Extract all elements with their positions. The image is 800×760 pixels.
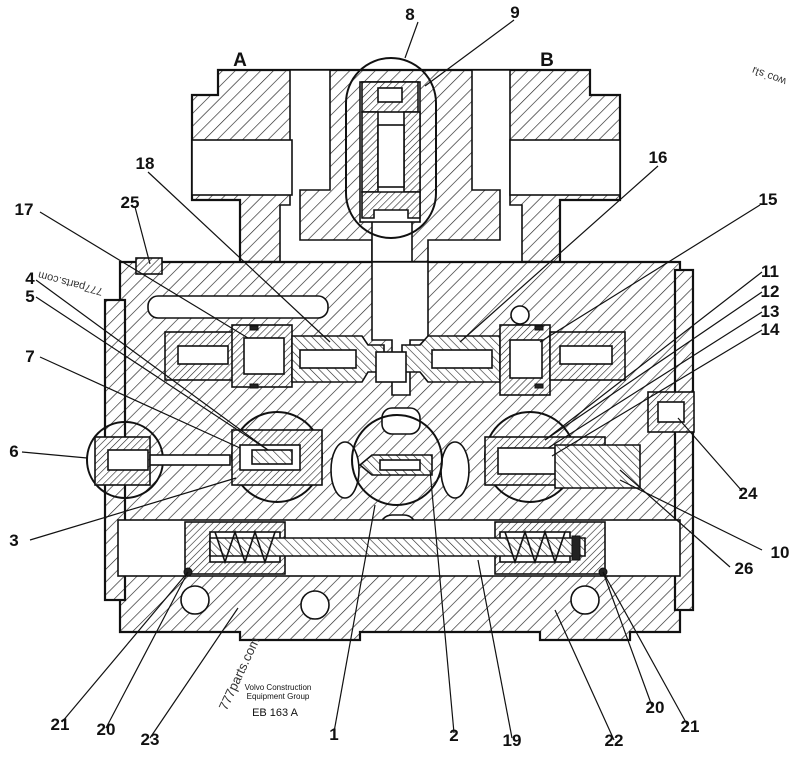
callout-9: 9 xyxy=(510,3,519,22)
port-label-a: A xyxy=(233,50,247,71)
callout-20-left: 20 xyxy=(97,720,116,739)
callout-2: 2 xyxy=(449,726,458,745)
callout-19: 19 xyxy=(503,731,522,750)
callout-21-left: 21 xyxy=(51,715,70,734)
callout-15: 15 xyxy=(759,190,778,209)
caption-code: EB 163 A xyxy=(252,707,299,719)
callout-23: 23 xyxy=(141,730,160,749)
callout-24: 24 xyxy=(739,484,758,503)
callout-1: 1 xyxy=(329,725,338,744)
drawing-caption: Volvo Construction Equipment Group EB 16… xyxy=(245,683,312,719)
callout-16: 16 xyxy=(649,148,668,167)
callout-11: 11 xyxy=(761,262,779,281)
callout-12: 12 xyxy=(761,282,780,301)
callout-25: 25 xyxy=(121,193,140,212)
callout-20-right: 20 xyxy=(646,698,665,717)
shuttle-valve-detail xyxy=(345,57,437,239)
callout-numbers: 8 9 18 16 17 25 15 4 5 11 12 13 14 7 6 2… xyxy=(9,3,789,750)
port-label-b: B xyxy=(540,50,554,71)
detail-outline-8 xyxy=(345,57,437,239)
callout-4: 4 xyxy=(25,269,35,288)
watermark-left: 777parts.com xyxy=(37,268,104,297)
callout-26: 26 xyxy=(735,559,754,578)
callout-3: 3 xyxy=(9,531,18,550)
callout-14: 14 xyxy=(761,320,780,339)
main-spool xyxy=(117,519,681,577)
callout-18: 18 xyxy=(136,154,155,173)
callout-21-right: 21 xyxy=(681,717,700,736)
watermark-top-right: ᴡoɔ˙sʇɹ xyxy=(751,64,789,88)
callout-6: 6 xyxy=(9,442,18,461)
callout-10: 10 xyxy=(771,543,790,562)
callout-5: 5 xyxy=(25,287,34,306)
callout-8: 8 xyxy=(405,5,414,24)
caption-line-1: Volvo Construction xyxy=(245,683,312,692)
leader-lines xyxy=(21,19,763,741)
callout-7: 7 xyxy=(25,347,34,366)
callout-13: 13 xyxy=(761,302,780,321)
callout-22: 22 xyxy=(605,731,624,750)
middle-valves xyxy=(86,391,695,506)
caption-line-2: Equipment Group xyxy=(247,692,310,701)
upper-cartridges xyxy=(164,324,626,396)
callout-17: 17 xyxy=(15,200,34,219)
